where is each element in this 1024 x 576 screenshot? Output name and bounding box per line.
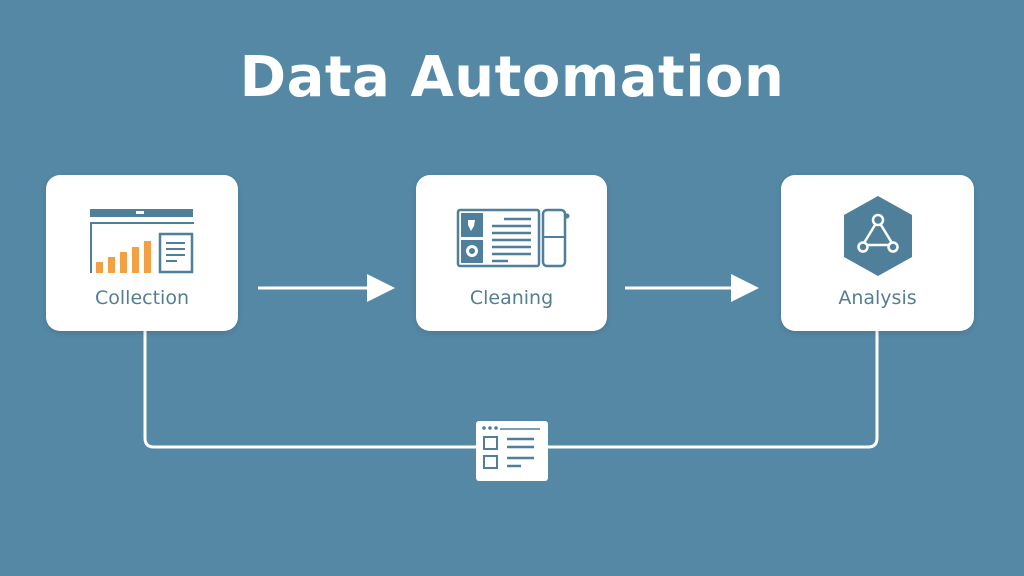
arrow-collection-to-cleaning: [258, 274, 395, 302]
hexagon-network-icon: [844, 196, 912, 276]
step-card-analysis[interactable]: Analysis: [781, 175, 974, 331]
step-label-collection: Collection: [95, 287, 189, 309]
step-card-collection[interactable]: Collection: [46, 175, 238, 331]
step-card-cleaning[interactable]: Cleaning: [416, 175, 607, 331]
step-label-analysis: Analysis: [838, 287, 917, 309]
checklist-report-node[interactable]: [476, 421, 548, 481]
data-cleaning-panel-icon: [456, 208, 570, 268]
feedback-loop-line-right: [548, 331, 879, 449]
feedback-loop-line-left: [143, 331, 476, 449]
bar-chart-dashboard-icon: [90, 209, 194, 274]
checklist-report-icon: [476, 421, 548, 481]
step-label-cleaning: Cleaning: [469, 287, 554, 309]
arrow-cleaning-to-analysis: [625, 274, 759, 302]
diagram-title: Data Automation: [239, 45, 785, 110]
